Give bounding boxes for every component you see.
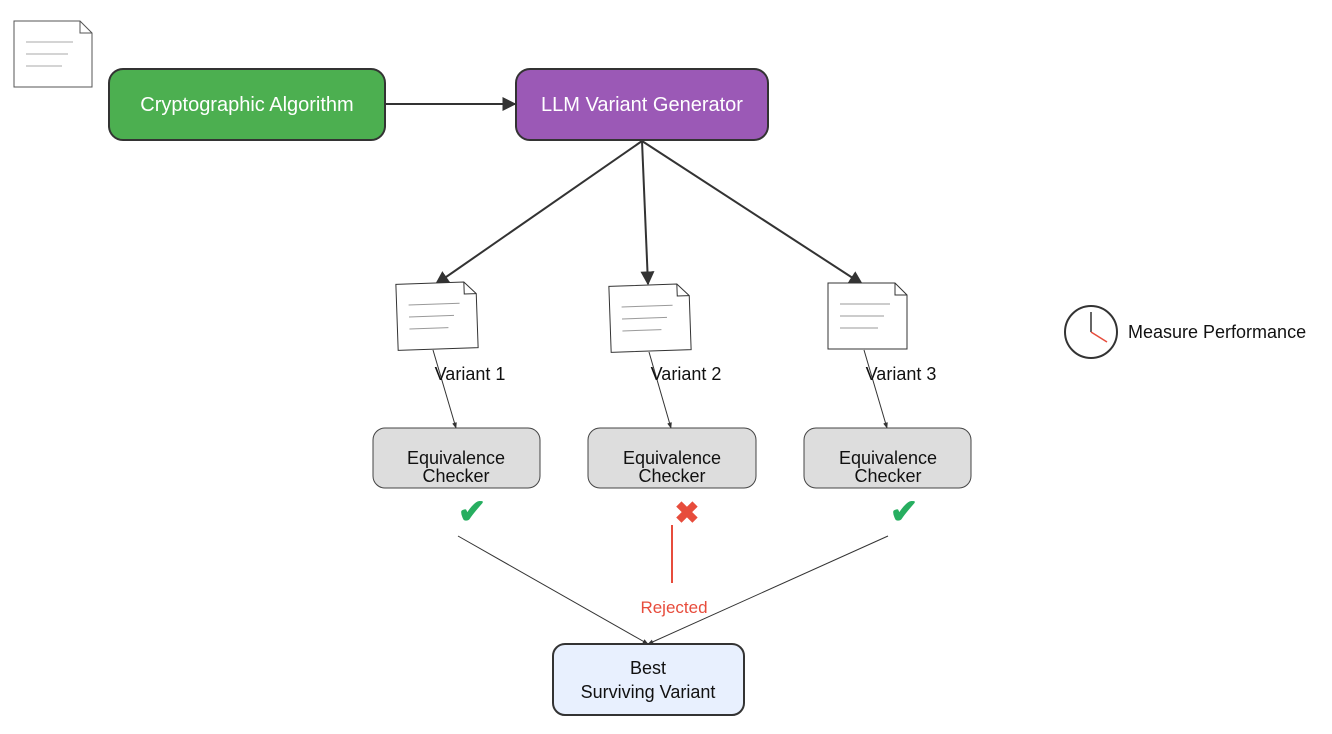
algorithm-node-box bbox=[108, 68, 386, 141]
best-variant-box bbox=[552, 643, 745, 716]
checker-3-label-line1: Equivalence bbox=[839, 448, 937, 468]
rejected-label: Rejected bbox=[640, 598, 707, 617]
variant-2-document-icon bbox=[608, 283, 692, 353]
variant-3-document-icon bbox=[827, 282, 908, 350]
edge-generator-to-variant-2 bbox=[640, 140, 655, 286]
edge-pass-1-to-best bbox=[457, 535, 649, 645]
best-variant-label-line2: Surviving Variant bbox=[581, 682, 716, 702]
edge-generator-to-variant-3 bbox=[641, 140, 864, 285]
check-icon: ✔ bbox=[890, 493, 919, 531]
checker-1-label-line2: Checker bbox=[422, 466, 489, 486]
cross-icon: ✖ bbox=[674, 497, 699, 530]
generator-node-label: LLM Variant Generator bbox=[541, 94, 743, 116]
checker-1-label-line1: Equivalence bbox=[407, 448, 505, 468]
algorithm-node: Cryptographic Algorithm bbox=[108, 68, 386, 141]
checker-2-label-line1: Equivalence bbox=[623, 448, 721, 468]
edge-generator-to-variant-1 bbox=[434, 140, 643, 285]
checker-3-label-line2: Checker bbox=[854, 466, 921, 486]
variant-1-document-icon bbox=[395, 281, 479, 351]
checker-1: Equivalence Checker bbox=[372, 427, 541, 489]
checker-1-box bbox=[372, 427, 541, 489]
algorithm-node-label: Cryptographic Algorithm bbox=[140, 94, 353, 116]
generator-node-box bbox=[515, 68, 769, 141]
best-variant-node: Best Surviving Variant bbox=[552, 643, 745, 716]
variant-1-label: Variant 1 bbox=[435, 364, 506, 384]
check-icon: ✔ bbox=[458, 493, 487, 531]
best-variant-label-line1: Best bbox=[630, 658, 666, 678]
checker-2: Equivalence Checker bbox=[587, 427, 757, 489]
checker-3-box bbox=[803, 427, 972, 489]
variant-3-label: Variant 3 bbox=[866, 364, 937, 384]
clock-icon bbox=[1064, 305, 1118, 359]
measure-performance-label: Measure Performance bbox=[1128, 322, 1306, 342]
checker-2-box bbox=[587, 427, 757, 489]
document-icon bbox=[13, 20, 93, 88]
checker-2-label-line2: Checker bbox=[638, 466, 705, 486]
edge-variant-2-to-checker bbox=[648, 351, 672, 429]
variant-2-label: Variant 2 bbox=[651, 364, 722, 384]
edge-variant-3-to-checker bbox=[863, 349, 888, 429]
edge-variant-1-to-checker bbox=[432, 349, 457, 429]
generator-node: LLM Variant Generator bbox=[515, 68, 769, 141]
checker-3: Equivalence Checker bbox=[803, 427, 972, 489]
edge-pass-3-to-best bbox=[647, 535, 889, 645]
